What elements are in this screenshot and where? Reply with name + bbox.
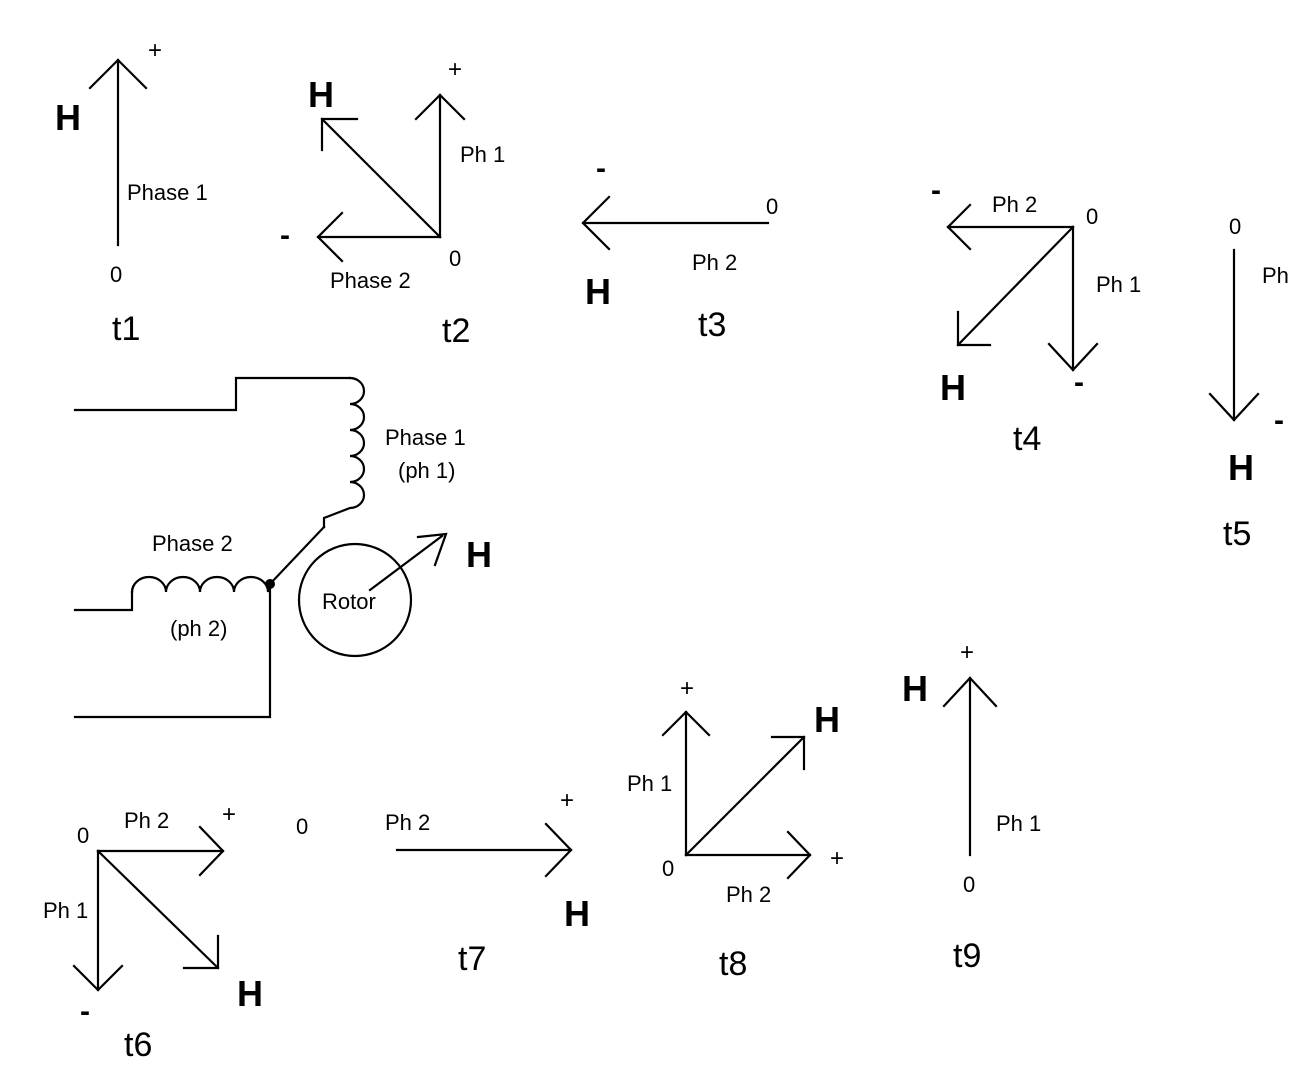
ph1-label-t4: Ph 1: [1096, 272, 1141, 297]
time-label-t3: t3: [698, 306, 726, 344]
minus-sign-t3: -: [596, 152, 606, 185]
plus-sign-t6: +: [222, 801, 236, 828]
ph2-label-t3: Ph 2: [692, 250, 737, 275]
h-label-t1: H: [55, 97, 81, 138]
vector-t4: - Ph 2 0 Ph 1 H - t4: [931, 174, 1141, 458]
time-label-t1: t1: [112, 310, 140, 348]
zero-label-t9: 0: [963, 872, 975, 897]
vector-t8: + Ph 1 H 0 Ph 2 + t8: [627, 675, 844, 983]
minus-sign-t4-bottom: -: [1074, 366, 1084, 399]
plus-sign-t8-right: +: [830, 845, 844, 872]
h-label-t4: H: [940, 367, 966, 408]
plus-sign-t2: +: [448, 56, 462, 83]
h-label-rotor: H: [466, 534, 492, 575]
zero-label-t2: 0: [449, 246, 461, 271]
phase1-coil-label: Phase 1: [385, 425, 466, 450]
vector-t5: 0 Ph - H t5: [1208, 214, 1289, 553]
time-label-t8: t8: [719, 945, 747, 983]
ph1-label-t6: Ph 1: [43, 898, 88, 923]
ph1-label-t9: Ph 1: [996, 811, 1041, 836]
vector-t9: H + Ph 1 0 t9: [902, 639, 1041, 975]
ph1-label-t2: Ph 1: [460, 142, 505, 167]
vector-t6: 0 Ph 2 + Ph 1 - H t6: [43, 801, 263, 1064]
zero-label-t7: 0: [296, 814, 308, 839]
plus-sign-t9: +: [960, 639, 974, 666]
minus-sign-t5: -: [1274, 404, 1284, 437]
zero-label-t6: 0: [77, 823, 89, 848]
h-label-t3: H: [585, 271, 611, 312]
phase1-label-t1: Phase 1: [127, 180, 208, 205]
ph2-label-t6: Ph 2: [124, 808, 169, 833]
ph2-label-t8: Ph 2: [726, 882, 771, 907]
ph1-paren-label: (ph 1): [398, 458, 455, 483]
time-label-t6: t6: [124, 1026, 152, 1064]
time-label-t4: t4: [1013, 420, 1041, 458]
h-label-t6: H: [237, 973, 263, 1014]
zero-label-t4: 0: [1086, 204, 1098, 229]
h-label-t8: H: [814, 699, 840, 740]
vector-t2: H + Ph 1 - 0 Phase 2 t2: [280, 56, 505, 350]
time-label-t5: t5: [1223, 515, 1251, 553]
time-label-t7: t7: [458, 940, 486, 978]
ph-label-t5: Ph: [1262, 263, 1289, 288]
time-label-t2: t2: [442, 312, 470, 350]
h-label-t2: H: [308, 74, 334, 115]
zero-label-t8: 0: [662, 856, 674, 881]
ph2-label-t4: Ph 2: [992, 192, 1037, 217]
rotor-circle: [297, 542, 413, 658]
phase2-label-t2: Phase 2: [330, 268, 411, 293]
vector-t7: 0 Ph 2 + H t7: [296, 787, 590, 978]
plus-sign-t1: +: [148, 37, 162, 64]
plus-sign-t7: +: [560, 787, 574, 814]
h-label-t9: H: [902, 668, 928, 709]
motor-schematic: Rotor H Phase 1 (ph 1) Phase 2 (ph 2): [73, 376, 492, 719]
plus-sign-t8-top: +: [680, 675, 694, 702]
vector-t1: H + Phase 1 0 t1: [55, 37, 208, 348]
vector-t3: - 0 Ph 2 H t3: [581, 152, 778, 344]
ph1-label-t8: Ph 1: [627, 771, 672, 796]
ph2-paren-label: (ph 2): [170, 616, 227, 641]
rotor-label: Rotor: [322, 589, 376, 614]
phase2-coil-label: Phase 2: [152, 531, 233, 556]
minus-sign-t6: -: [80, 995, 90, 1028]
h-label-t5: H: [1228, 447, 1254, 488]
time-label-t9: t9: [953, 937, 981, 975]
zero-label-t1: 0: [110, 262, 122, 287]
phase1-coil: [322, 376, 366, 529]
zero-label-t3: 0: [766, 194, 778, 219]
minus-sign-t2: -: [280, 219, 290, 252]
zero-label-t5: 0: [1229, 214, 1241, 239]
h-label-t7: H: [564, 893, 590, 934]
ph2-label-t7: Ph 2: [385, 810, 430, 835]
phase2-coil: [130, 575, 272, 594]
minus-sign-t4-left: -: [931, 174, 941, 207]
